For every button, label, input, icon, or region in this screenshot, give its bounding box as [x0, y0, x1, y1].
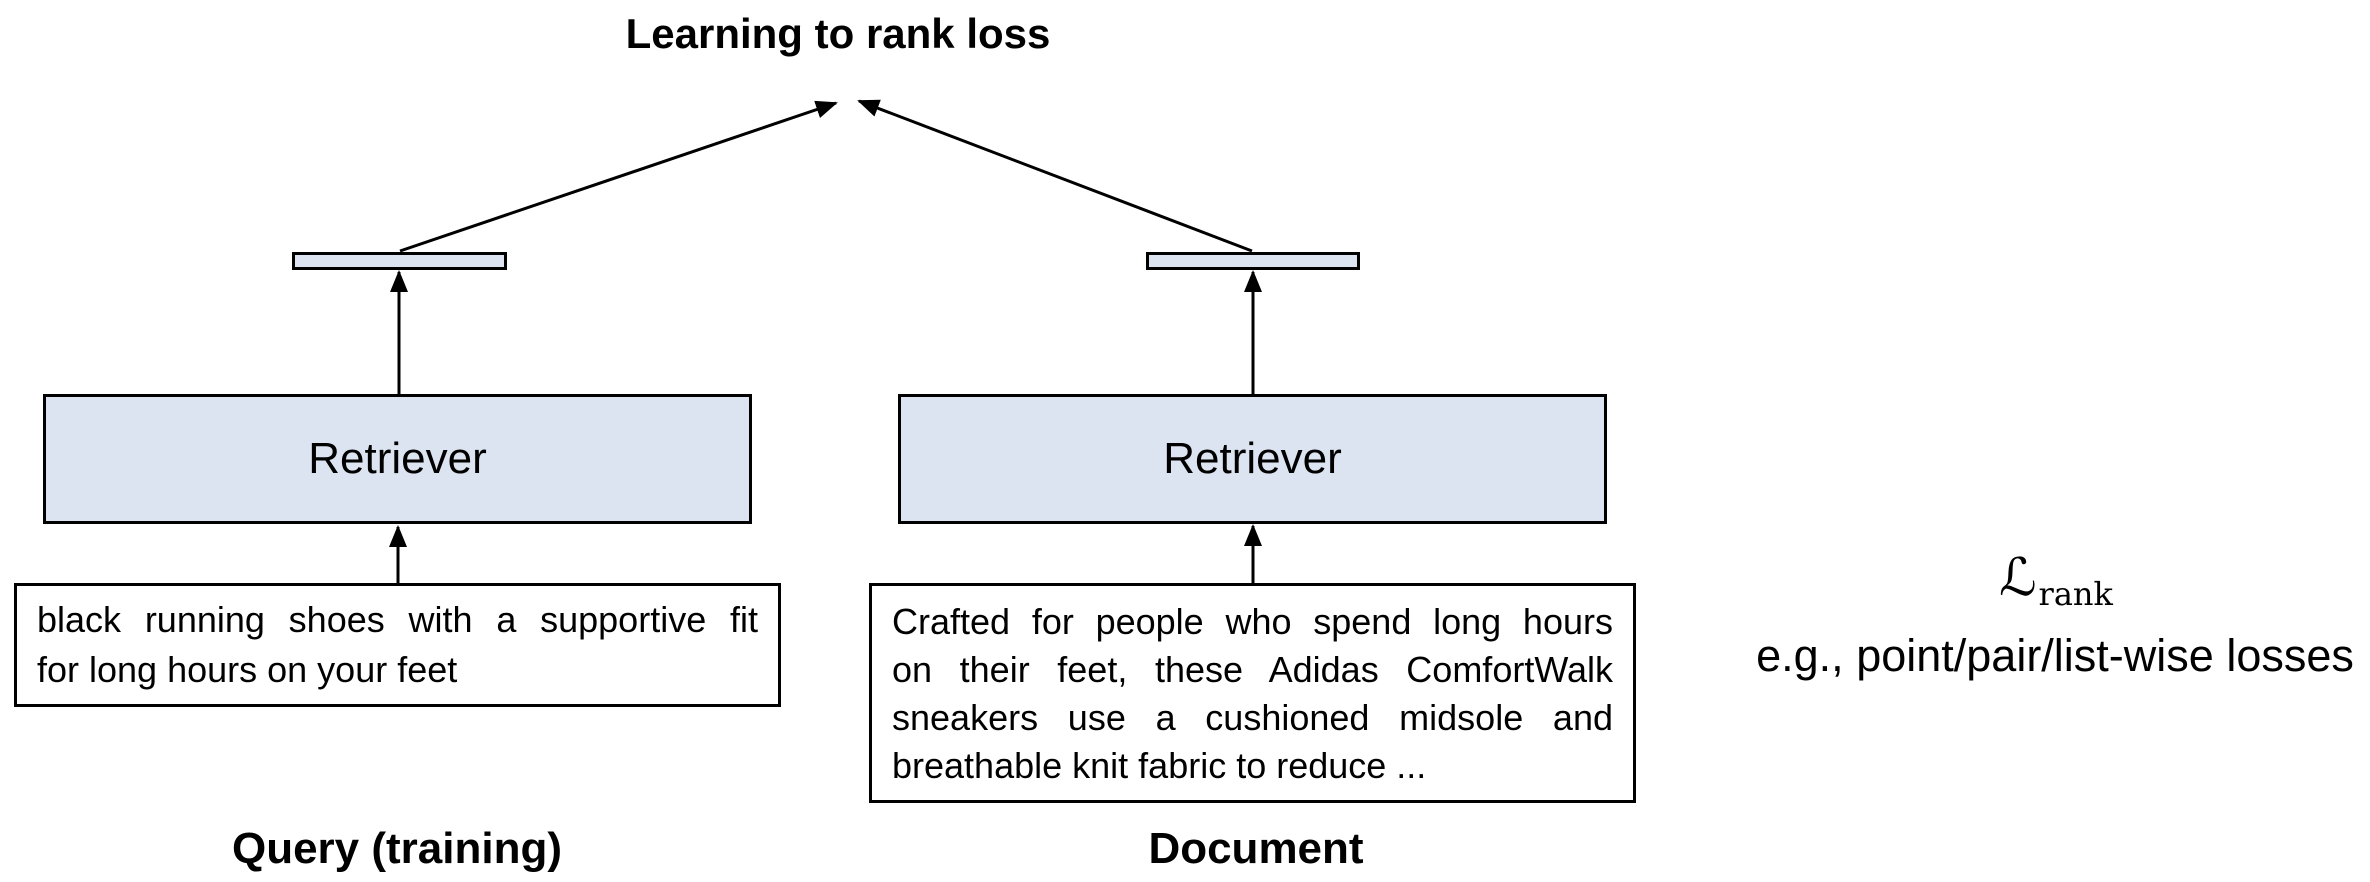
loss-examples-text: e.g., point/pair/list-wise losses	[1756, 630, 2354, 681]
arrow-query-embed-to-loss	[399, 100, 838, 253]
query-embedding-bar	[292, 252, 507, 270]
rank-loss-formula: ℒrank	[1940, 548, 2170, 613]
query-text-line-1: black running shoes with a supportive fi…	[37, 599, 758, 640]
query-text-line-2: for long hours on your feet	[37, 649, 458, 690]
document-text-box: Crafted for people who spend long hours …	[869, 583, 1636, 803]
rank-loss-subscript: rank	[2038, 575, 2113, 613]
query-text-box: black running shoes with a supportive fi…	[14, 583, 781, 707]
script-L-symbol: ℒ	[1999, 548, 2037, 608]
arrow-document-embed-to-loss	[857, 99, 1253, 253]
query-retriever-box: Retriever	[43, 394, 752, 524]
query-retriever-label: Retriever	[308, 434, 487, 483]
document-text-line-3: sneakers use a cushioned midsole and	[892, 697, 1613, 738]
diagram-title: Learning to rank loss	[625, 10, 1051, 57]
document-caption: Document	[1148, 824, 1364, 873]
document-text-line-2: on their feet, these Adidas ComfortWalk	[892, 649, 1613, 690]
document-embedding-bar	[1146, 252, 1360, 270]
document-retriever-label: Retriever	[1163, 434, 1342, 483]
query-caption: Query (training)	[231, 824, 563, 873]
document-text-line-1: Crafted for people who spend long hours	[892, 601, 1613, 642]
document-retriever-box: Retriever	[898, 394, 1607, 524]
document-text-line-4: breathable knit fabric to reduce ...	[892, 745, 1427, 786]
